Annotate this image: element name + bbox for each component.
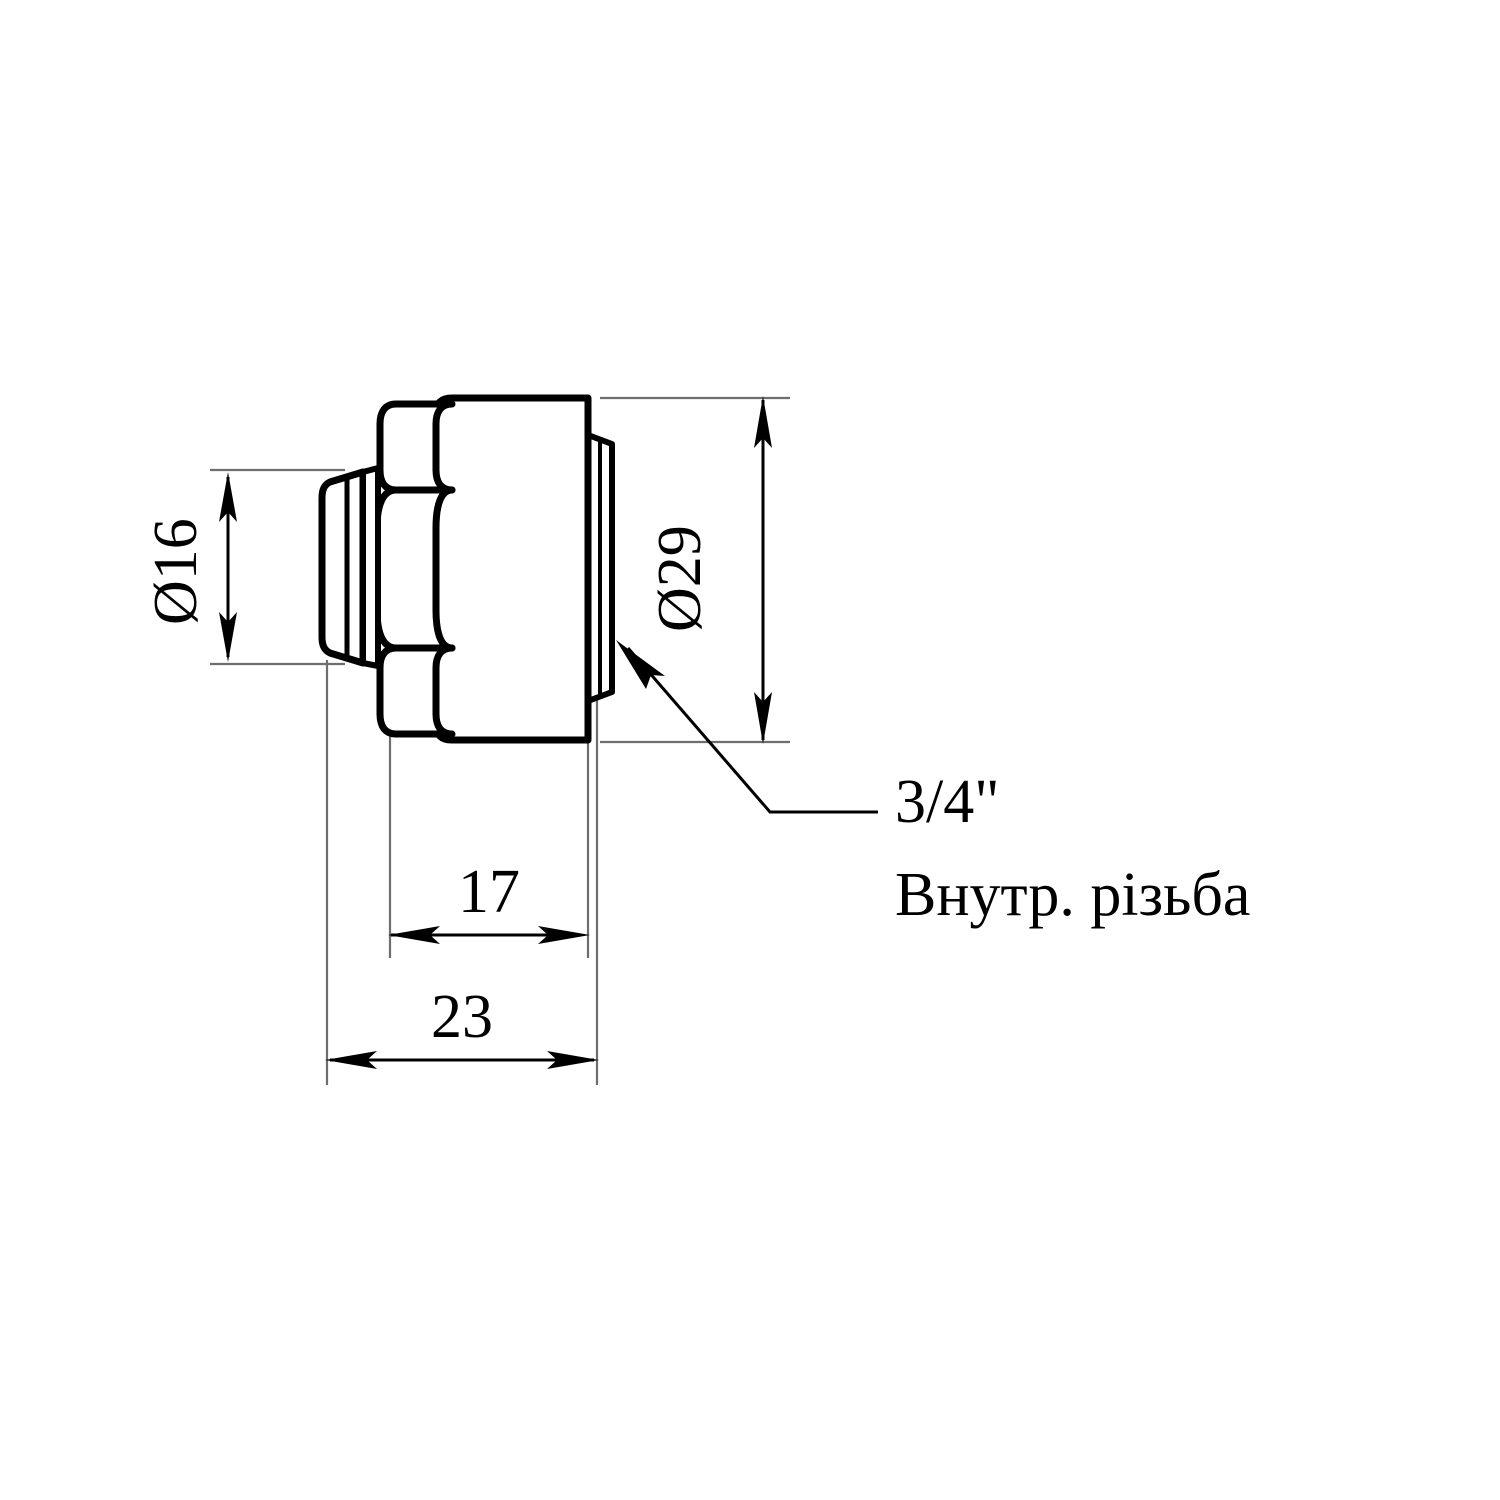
arrowhead-d29-bottom <box>754 692 772 744</box>
arrowhead-d16-bottom <box>219 612 237 662</box>
barb-insert-body <box>318 468 367 667</box>
dim-label-d29: Ø29 <box>646 525 714 632</box>
part-geometry-group <box>318 394 615 744</box>
dim-label-d16: Ø16 <box>142 518 210 625</box>
arrowhead-d29-top <box>754 396 772 448</box>
arrowhead-17-left <box>388 926 440 944</box>
arrowhead-23-left <box>325 1051 377 1069</box>
arrowhead-23-right <box>547 1051 599 1069</box>
leader-arrowhead <box>616 640 665 689</box>
dimension-d29: Ø29 <box>646 396 772 744</box>
barb-shoulder <box>360 465 381 669</box>
leader-line <box>626 647 878 814</box>
dim-label-17: 17 <box>458 858 520 926</box>
arrowhead-d16-top <box>219 472 237 522</box>
thread-note-leader <box>616 640 878 814</box>
dimension-len17: 17 <box>388 858 590 944</box>
dim-label-23: 23 <box>431 983 493 1051</box>
note-thread-type: Внутр. різьба <box>895 861 1250 929</box>
arrowhead-17-right <box>538 926 590 944</box>
dimension-len23: 23 <box>325 983 599 1069</box>
dimension-d16: Ø16 <box>142 472 237 662</box>
main-body <box>432 394 592 744</box>
note-thread-size: 3/4" <box>895 768 1000 836</box>
